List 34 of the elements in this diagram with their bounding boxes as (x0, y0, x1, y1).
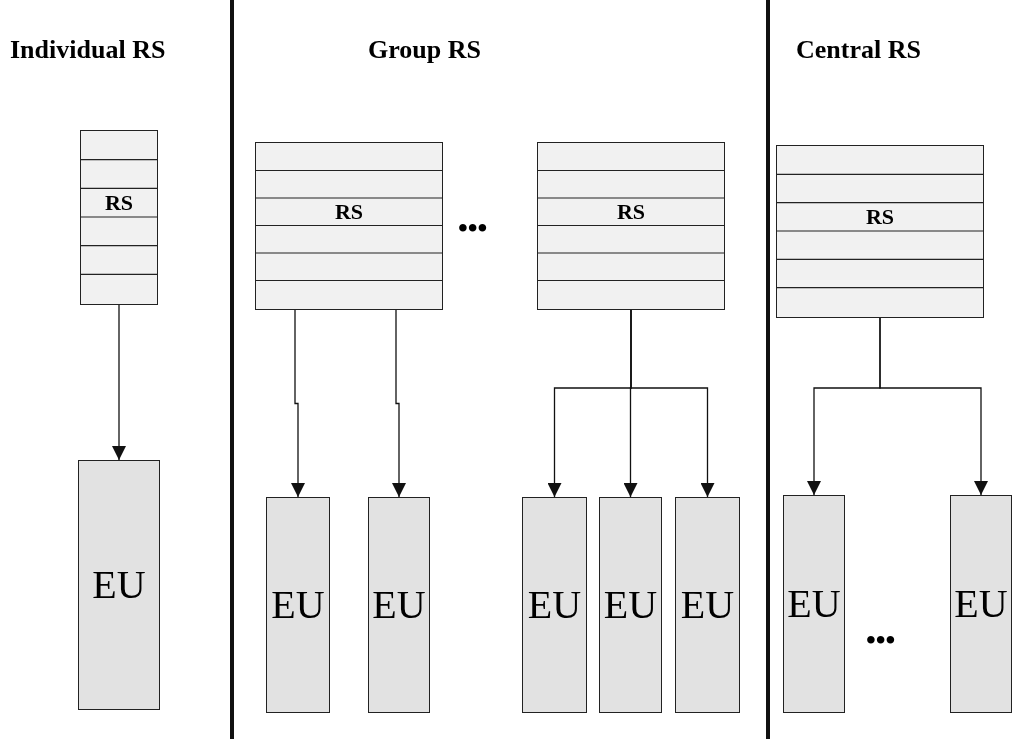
execution-unit-box (675, 497, 740, 713)
unit-label: EU (271, 585, 325, 625)
arrow (291, 309, 305, 498)
table-label: RS (333, 200, 365, 223)
unit-label: EU (372, 585, 426, 625)
column-heading: Central RS (796, 37, 921, 63)
column-heading: Group RS (368, 37, 481, 63)
arrow (392, 309, 406, 498)
reservation-station-table (255, 142, 443, 310)
execution-unit-box (266, 497, 330, 713)
arrow (879, 317, 988, 496)
ellipsis-dots: ••• (458, 214, 488, 242)
table-label: RS (864, 205, 896, 228)
execution-unit-box (599, 497, 662, 713)
unit-label: EU (603, 585, 658, 625)
unit-label: EU (527, 585, 582, 625)
unit-label: EU (787, 584, 841, 624)
reservation-station-table (776, 145, 984, 318)
unit-label: EU (680, 585, 735, 625)
ellipsis-dots: ••• (866, 626, 896, 654)
execution-unit-box (950, 495, 1012, 713)
arrow (112, 304, 126, 461)
unit-label: EU (954, 584, 1008, 624)
arrow (630, 309, 715, 498)
execution-unit-box (522, 497, 587, 713)
table-label: RS (615, 200, 647, 223)
execution-unit-box (368, 497, 430, 713)
execution-unit-box (78, 460, 160, 710)
column-heading: Individual RS (10, 37, 166, 63)
reservation-station-table (537, 142, 725, 310)
execution-unit-box (783, 495, 845, 713)
unit-label: EU (92, 565, 146, 605)
table-label: RS (103, 191, 135, 214)
reservation-station-table (80, 130, 158, 305)
